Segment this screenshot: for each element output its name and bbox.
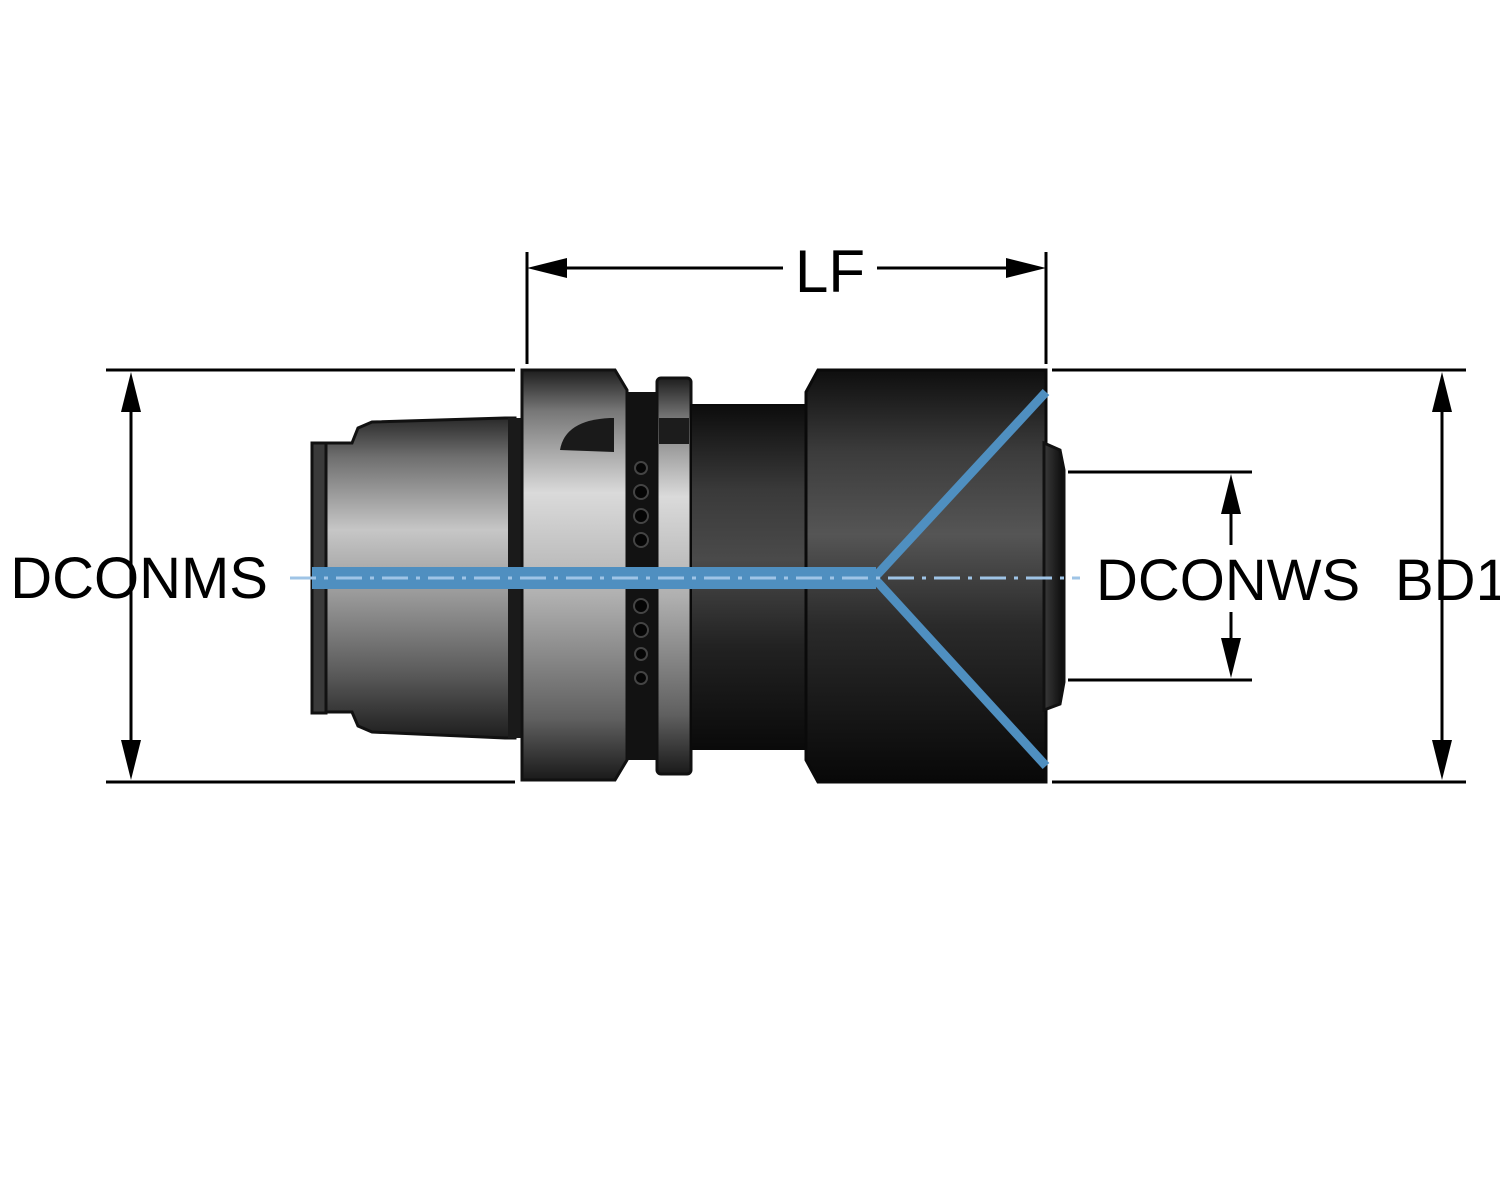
dconws-arrow-top	[1221, 474, 1241, 514]
arrow-heads	[121, 258, 1452, 780]
dconws-arrow-bottom	[1221, 638, 1241, 678]
coolant-channel-lower	[870, 574, 1050, 770]
flange-drive-slot	[560, 418, 614, 452]
dconms-arrow-bottom	[121, 740, 141, 780]
coolant-holes	[633, 461, 649, 685]
dconws-label: DCONWS	[1096, 548, 1360, 613]
front-bore	[1042, 440, 1066, 713]
dconms-label: DCONMS	[10, 546, 268, 611]
dimension-lines	[106, 252, 1466, 784]
bd1-arrow-top	[1432, 372, 1452, 412]
coolant-channel-upper	[870, 388, 1050, 582]
ring-groove	[659, 418, 689, 444]
bd1-label: BD1	[1395, 548, 1500, 613]
main-body	[804, 368, 1048, 784]
lf-label: LF	[795, 238, 865, 305]
lf-arrow-right	[1006, 258, 1046, 278]
bd1-arrow-bottom	[1432, 740, 1452, 780]
lf-arrow-left	[527, 258, 567, 278]
dconms-arrow-top	[121, 372, 141, 412]
